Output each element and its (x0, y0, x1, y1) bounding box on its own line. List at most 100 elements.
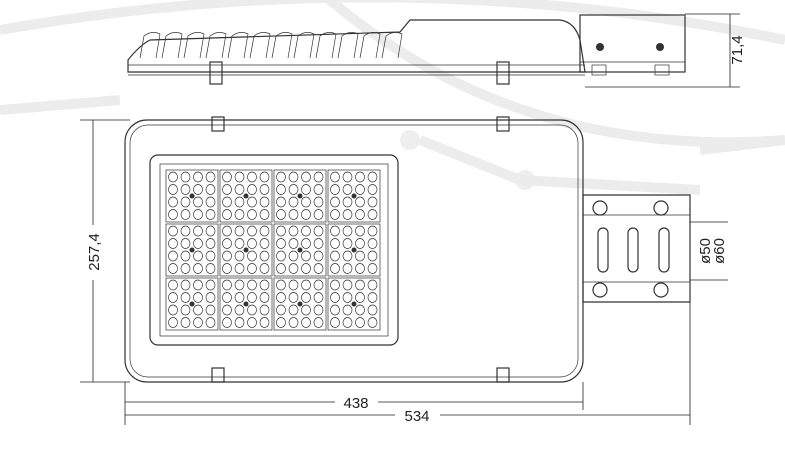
led-lens (205, 225, 216, 237)
led-lens (222, 238, 232, 249)
led-module (327, 223, 381, 277)
led-lens (313, 209, 324, 220)
led-lens (330, 225, 340, 237)
led-module (165, 277, 219, 331)
led-lens (259, 250, 270, 262)
led-lens (259, 184, 270, 195)
led-lens (259, 263, 270, 274)
led-lens (355, 304, 365, 316)
led-lens (193, 184, 203, 195)
led-module (327, 169, 381, 223)
led-lens (180, 184, 191, 195)
led-lens (247, 250, 257, 262)
led-module-screw (297, 193, 303, 199)
led-lens (342, 292, 353, 303)
led-lens (222, 171, 232, 183)
led-lens (367, 304, 378, 316)
led-lens (367, 250, 378, 262)
led-lens (313, 196, 324, 208)
led-lens (234, 317, 245, 328)
led-lens (288, 317, 299, 328)
led-lens (168, 184, 178, 195)
led-lens (247, 317, 257, 328)
led-lens (180, 171, 191, 183)
led-lens (301, 304, 311, 316)
led-lens (259, 196, 270, 208)
led-module-screw (243, 247, 249, 253)
led-lens (276, 250, 286, 262)
led-lens (247, 225, 257, 237)
led-lens (288, 250, 299, 262)
heat-fin (161, 32, 183, 59)
led-module-screw (351, 193, 357, 199)
led-lens (330, 304, 340, 316)
led-lens (288, 184, 299, 195)
led-lens (180, 238, 191, 249)
led-lens (301, 209, 311, 220)
led-lens (355, 279, 365, 291)
led-lens (313, 238, 324, 249)
led-lens (247, 184, 257, 195)
led-lens (180, 304, 191, 316)
led-lens (205, 196, 216, 208)
heat-fin (227, 32, 249, 59)
led-lens (313, 317, 324, 328)
led-lens (355, 250, 365, 262)
led-lens (276, 209, 286, 220)
led-lens (259, 171, 270, 183)
led-lens (313, 171, 324, 183)
led-lens (330, 196, 340, 208)
led-lens (276, 304, 286, 316)
led-lens (259, 238, 270, 249)
led-module-screw (189, 301, 195, 307)
led-module-screw (297, 301, 303, 307)
led-lens (205, 238, 216, 249)
led-lens (367, 279, 378, 291)
led-lens (193, 317, 203, 328)
led-lens (313, 304, 324, 316)
led-module-screw (351, 247, 357, 253)
led-lens (342, 238, 353, 249)
led-lens (168, 263, 178, 274)
led-module (165, 169, 219, 223)
led-lens (301, 225, 311, 237)
led-lens (367, 184, 378, 195)
led-lens (180, 292, 191, 303)
width-label: 257,4 (86, 233, 103, 271)
led-lens (222, 196, 232, 208)
led-lens (234, 196, 245, 208)
heat-fin (139, 32, 161, 59)
led-lens (193, 250, 203, 262)
led-lens (276, 184, 286, 195)
led-lens (367, 225, 378, 237)
led-lens (301, 171, 311, 183)
led-lens (276, 225, 286, 237)
led-lens (193, 304, 203, 316)
led-lens (234, 250, 245, 262)
led-lens (355, 263, 365, 274)
led-lens (342, 279, 353, 291)
led-lens (355, 209, 365, 220)
led-lens (342, 209, 353, 220)
heat-fin (381, 32, 403, 59)
led-lens (342, 250, 353, 262)
led-lens (367, 238, 378, 249)
led-lens (259, 317, 270, 328)
led-lens (180, 225, 191, 237)
led-lens (288, 238, 299, 249)
led-lens (222, 184, 232, 195)
total-length-label: 534 (404, 408, 429, 425)
led-lens (205, 184, 216, 195)
led-module-screw (297, 247, 303, 253)
led-module (219, 223, 273, 277)
led-array (165, 169, 381, 331)
led-lens (313, 279, 324, 291)
led-lens (330, 279, 340, 291)
led-lens (301, 196, 311, 208)
body-length-label: 438 (343, 395, 368, 412)
led-lens (222, 250, 232, 262)
led-lens (193, 279, 203, 291)
led-lens (355, 196, 365, 208)
led-lens (180, 209, 191, 220)
led-lens (247, 304, 257, 316)
